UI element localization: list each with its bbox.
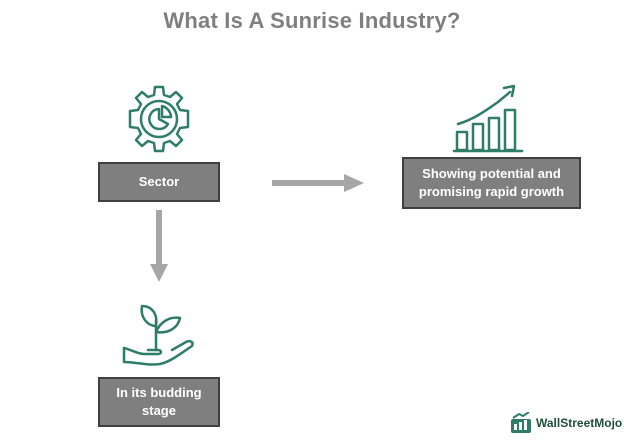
gear-pie-chart-icon	[128, 85, 190, 153]
brand-name: WallStreetMojo	[536, 416, 623, 430]
budding-label-line2: stage	[142, 403, 176, 418]
right-arrow	[272, 174, 364, 192]
diagram-title: What Is A Sunrise Industry?	[163, 8, 461, 33]
growth-label-line2: promising rapid growth	[418, 184, 565, 199]
wallstreetmojo-logo-icon	[511, 412, 531, 433]
growth-bar-chart-icon	[452, 84, 524, 153]
sprout-hand-icon	[122, 304, 194, 366]
sector-label: Sector	[138, 174, 180, 189]
growth-label-line1: Showing potential and	[422, 166, 561, 181]
sector-box: Sector	[98, 162, 220, 202]
budding-box: In its budding stage	[98, 377, 220, 427]
brand-logo: WallStreetMojo	[510, 412, 622, 434]
growth-box: Showing potential and promising rapid gr…	[402, 157, 581, 209]
budding-label-line1: In its budding	[116, 385, 202, 400]
down-arrow	[150, 210, 168, 282]
